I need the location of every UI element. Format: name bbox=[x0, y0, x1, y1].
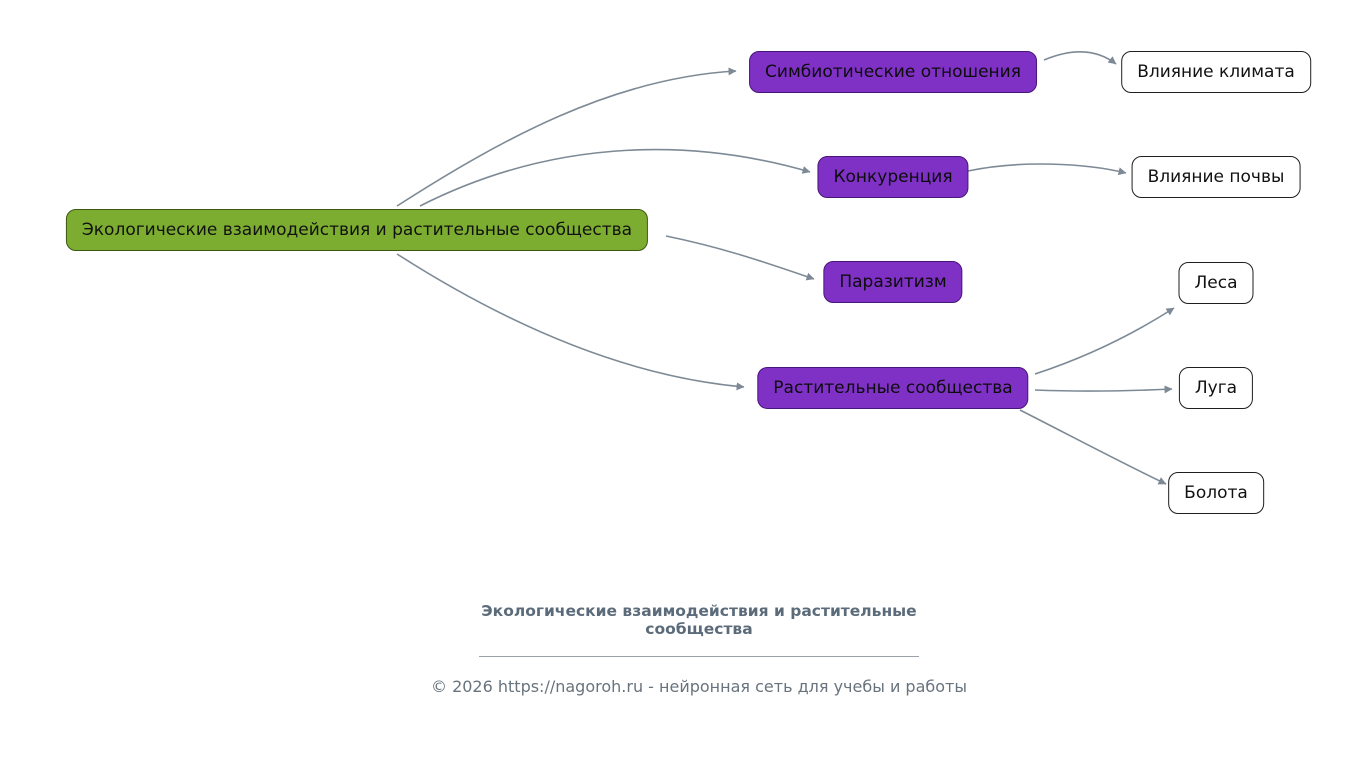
node-swamps: Болота bbox=[1168, 472, 1264, 514]
footer-divider bbox=[479, 655, 919, 657]
footer: Экологические взаимодействия и раститель… bbox=[399, 602, 999, 696]
edge-plants-forests bbox=[1034, 307, 1175, 375]
node-competition: Конкуренция bbox=[817, 156, 969, 198]
node-climate-influence: Влияние климата bbox=[1121, 51, 1311, 93]
node-symbiotic-relations: Симбиотические отношения bbox=[749, 51, 1037, 93]
node-meadows: Луга bbox=[1178, 367, 1254, 409]
edge-root-symbiotic bbox=[396, 67, 737, 207]
node-forests: Леса bbox=[1178, 262, 1254, 304]
footer-copyright: © 2026 https://nagoroh.ru - нейронная се… bbox=[430, 676, 967, 696]
edge-competition-soil bbox=[967, 163, 1127, 176]
node-soil-influence: Влияние почвы bbox=[1131, 156, 1301, 198]
edge-root-competition bbox=[419, 148, 811, 207]
edge-plants-meadows bbox=[1034, 385, 1173, 394]
edge-symbiotic-climate bbox=[1043, 50, 1117, 65]
edge-root-plant-communities bbox=[396, 253, 745, 391]
node-plant-communities: Растительные сообщества bbox=[757, 367, 1029, 409]
node-root: Экологические взаимодействия и раститель… bbox=[65, 209, 649, 251]
edge-root-parasitism bbox=[665, 235, 815, 281]
node-parasitism: Паразитизм bbox=[823, 261, 963, 303]
edge-plants-swamps bbox=[1019, 409, 1167, 485]
footer-title: Экологические взаимодействия и раститель… bbox=[481, 602, 917, 639]
